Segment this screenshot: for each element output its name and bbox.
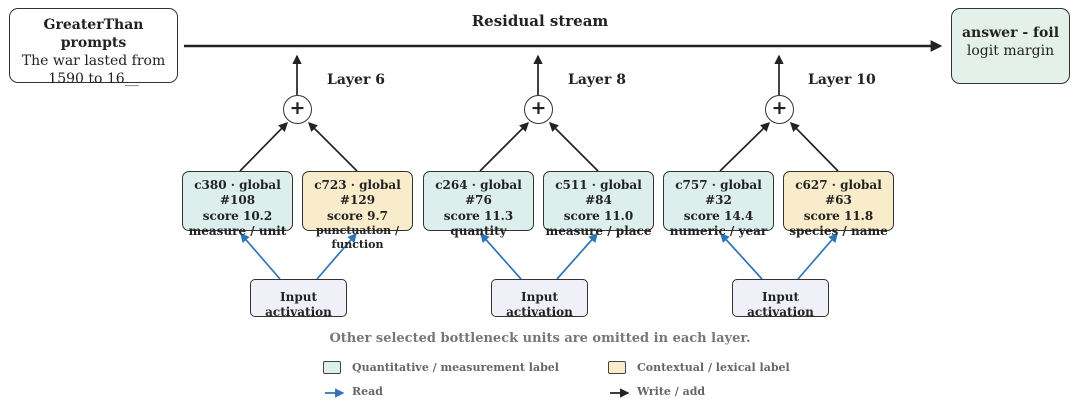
unit-id: c757 · global #32: [675, 178, 762, 208]
output-metric-title: answer - foil: [961, 25, 1060, 41]
output-metric-subtitle: logit margin: [966, 42, 1055, 59]
write-arrow: [308, 122, 358, 172]
prompt-source-box: GreaterThan prompts The war lasted from …: [9, 8, 178, 87]
read-arrow: [556, 232, 598, 280]
read-arrow: [797, 232, 838, 280]
write-arrow: [549, 122, 599, 172]
read-arrow: [240, 232, 281, 280]
residual-stream-title: Residual stream: [471, 12, 609, 30]
unit-score: score 11.8: [803, 208, 874, 223]
unit-score: score 10.2: [202, 208, 273, 223]
read-arrow: [316, 232, 357, 280]
bottleneck-unit-box: c264 · global #76 score 11.3 quantity: [423, 171, 534, 238]
unit-label: numeric / year: [669, 224, 768, 239]
prompt-source-line: 1590 to 16__: [48, 70, 139, 87]
legend-write-label: Write / add: [637, 385, 706, 398]
unit-id: c511 · global #84: [555, 178, 642, 208]
add-node: +: [765, 95, 794, 124]
add-node: +: [283, 95, 312, 124]
write-arrow: [479, 122, 529, 172]
legend-contextual-label: Contextual / lexical label: [637, 361, 790, 374]
legend-quantitative-swatch: [323, 361, 341, 374]
unit-score: score 14.4: [683, 208, 754, 223]
bottleneck-unit-box: c627 · global #63 score 11.8 species / n…: [783, 171, 894, 238]
legend-read-label: Read: [352, 385, 383, 398]
input-activation-box: Input activation: [250, 279, 347, 319]
read-arrow: [480, 232, 522, 280]
bottleneck-unit-box: c723 · global #129 score 9.7 punctuation…: [302, 171, 413, 251]
write-arrow: [790, 121, 839, 172]
bottleneck-unit-box: c511 · global #84 score 11.0 measure / p…: [543, 171, 654, 238]
layer-label: Layer 10: [808, 72, 876, 88]
write-arrow: [719, 122, 771, 172]
bottleneck-unit-box: c757 · global #32 score 14.4 numeric / y…: [663, 171, 774, 238]
unit-label: measure / unit: [188, 224, 287, 239]
bottleneck-unit-box: c380 · global #108 score 10.2 measure / …: [182, 171, 293, 238]
legend-quantitative-label: Quantitative / measurement label: [352, 361, 559, 374]
unit-id: c723 · global #129: [314, 178, 401, 208]
input-activation-box: Input activation: [732, 279, 829, 319]
unit-label: quantity: [450, 224, 507, 239]
prompt-source-title: GreaterThan prompts: [43, 17, 144, 51]
output-metric-box: answer - foil logit margin: [951, 8, 1070, 84]
unit-score: score 11.3: [443, 208, 514, 223]
unit-score: score 11.0: [563, 208, 634, 223]
unit-id: c380 · global #108: [194, 178, 281, 208]
prompt-source-line: The war lasted from: [21, 52, 166, 69]
add-node: +: [524, 95, 553, 124]
legend-contextual-swatch: [608, 361, 626, 374]
read-arrow: [720, 232, 763, 280]
unit-label: species / name: [789, 224, 888, 239]
unit-id: c264 · global #76: [435, 178, 522, 208]
write-arrow: [239, 121, 288, 172]
unit-id: c627 · global #63: [795, 178, 882, 208]
unit-score: score 9.7: [326, 208, 389, 223]
input-activation-box: Input activation: [491, 279, 588, 319]
layer-label: Layer 6: [327, 72, 385, 88]
layer-label: Layer 8: [568, 72, 626, 88]
unit-label: punctuation / function: [315, 224, 400, 252]
unit-label: measure / place: [545, 224, 652, 239]
omitted-units-note: Other selected bottleneck units are omit…: [329, 331, 751, 346]
